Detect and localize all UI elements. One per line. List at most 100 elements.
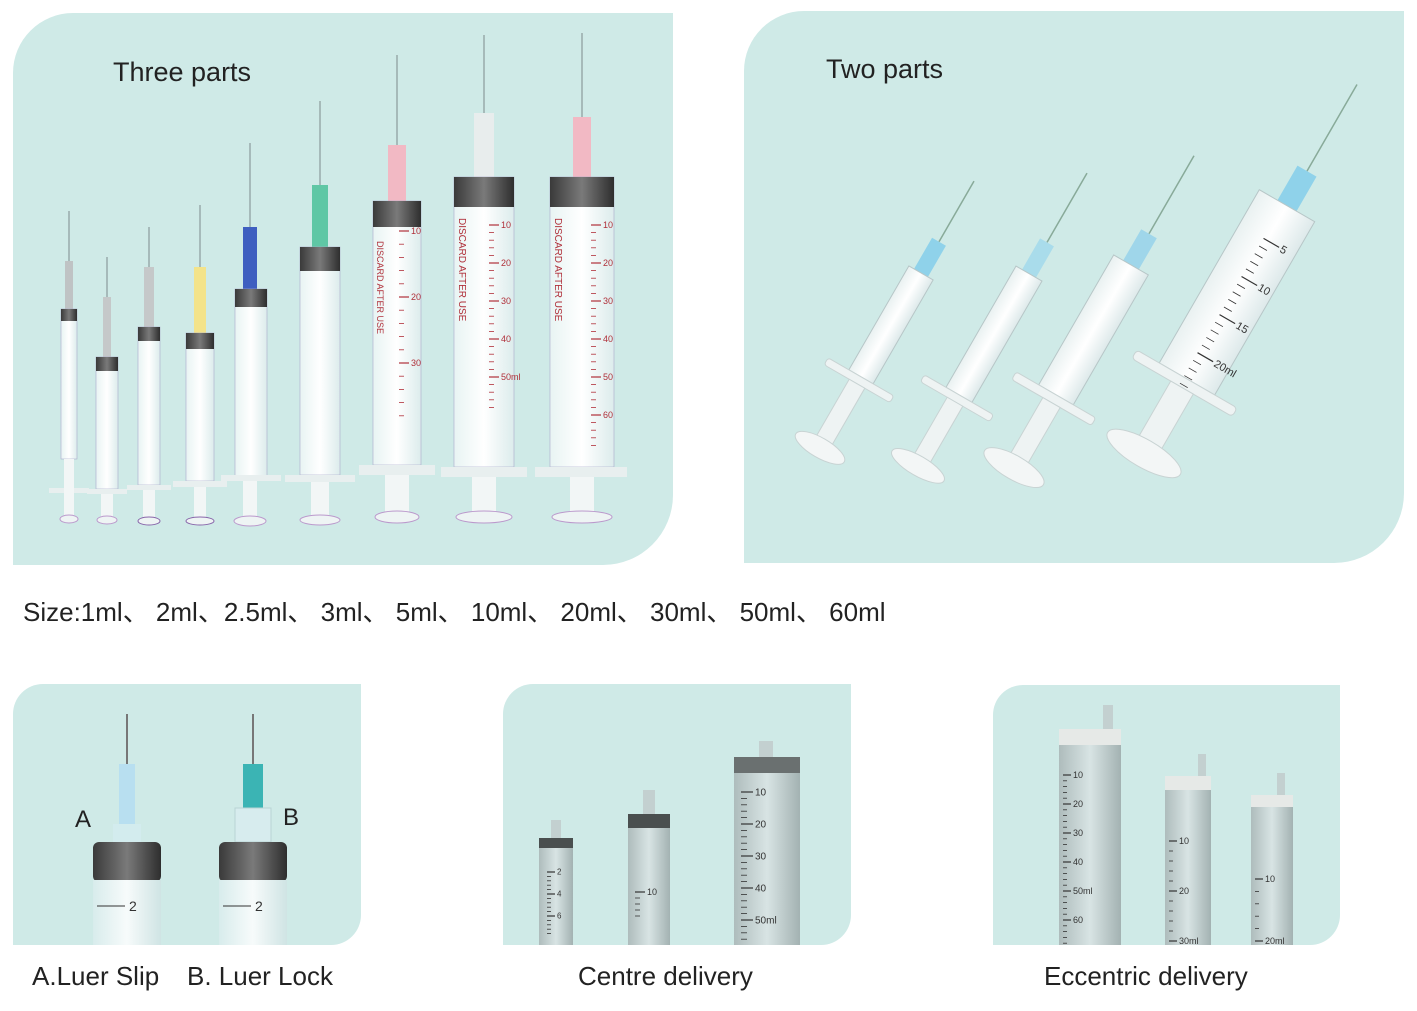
scale-eccentric-mid: 10 20 30ml — [1169, 836, 1199, 945]
scale-centre-small: 2 4 6 — [547, 868, 562, 935]
scale-label: 50 — [603, 372, 613, 382]
discard-text-20ml: DISCARD AFTER USE — [375, 241, 385, 334]
scale-label: 40 — [501, 334, 511, 344]
eccentric-syringe-large: 10 20 30 40 50ml 60 — [1059, 705, 1121, 945]
scale-minor-tick — [1223, 306, 1232, 312]
scale-eccentric-large: 10 20 30 40 50ml 60 — [1063, 770, 1093, 944]
scale-label: 10 — [647, 887, 657, 897]
discard-text-60ml: DISCARD AFTER USE — [552, 218, 563, 322]
scale-label: 10 — [1073, 770, 1083, 780]
scale-centre-mid: 10 — [635, 887, 657, 917]
label-b: B — [283, 804, 300, 831]
scale-minor-tick — [1210, 329, 1219, 335]
scale-tick — [1197, 352, 1214, 363]
scale-minor-tick — [1228, 298, 1237, 305]
scale-label: 50ml — [755, 915, 777, 926]
scale-label: 10 — [1179, 836, 1189, 846]
scale-30ml: 10 20 30 40 50ml — [489, 220, 521, 408]
scale-label: 40 — [603, 334, 613, 344]
syringe-20ml: DISCARD AFTER USE — [359, 55, 435, 524]
scale-tick — [1241, 275, 1258, 287]
two-part-syringe-10ml — [983, 155, 1195, 488]
scale-tick — [1219, 314, 1236, 325]
caption-luer-lock: B. Luer Lock — [187, 961, 333, 991]
eccentric-syringe-small: 10 20ml — [1251, 773, 1293, 945]
scale-label: 40 — [1073, 857, 1083, 867]
syringe-1ml — [49, 211, 89, 524]
scale-tick — [1263, 237, 1280, 248]
luer-slip-mark: 2 — [129, 898, 137, 914]
syringe-10ml — [285, 101, 355, 526]
scale-label: 20 — [755, 819, 767, 830]
scale-minor-tick — [1192, 359, 1202, 366]
eccentric-syringes: 10 20 30 40 50ml 60 10 20 30ml 10 20ml — [1059, 705, 1293, 945]
luer-lock-mark: 2 — [255, 898, 263, 914]
scale-label: 5 — [1278, 244, 1289, 257]
scale-label: 30ml — [1179, 936, 1199, 945]
scale-label: 20 — [411, 292, 421, 302]
sizes-caption: Size:1ml、 2ml、2.5ml、 3ml、 5ml、 10ml、 20m… — [23, 597, 886, 627]
scale-label: 10 — [1265, 874, 1275, 884]
two-part-syringe-3ml — [891, 172, 1088, 484]
syringe-2ml — [87, 257, 127, 525]
scale-minor-tick — [1250, 260, 1259, 267]
syringe-5ml — [221, 143, 281, 527]
scale-label: 50ml — [501, 372, 521, 382]
caption-centre-delivery: Centre delivery — [578, 961, 753, 991]
scale-label: 30 — [411, 358, 421, 368]
scale-minor-tick — [1179, 382, 1188, 389]
scale-label: 20 — [1073, 799, 1083, 809]
three-parts-syringes: DISCARD AFTER USE DISCARD AFTER USE DISC… — [49, 33, 627, 527]
scale-label: 60 — [1073, 915, 1083, 925]
centre-syringe-small: 2 4 6 — [539, 820, 573, 945]
syringe-60ml: DISCARD AFTER USE — [535, 33, 627, 524]
scale-label: 30 — [603, 296, 613, 306]
scale-label: 50ml — [1073, 886, 1093, 896]
three-parts-panel: Three parts — [13, 13, 673, 565]
scale-minor-tick — [1236, 283, 1246, 289]
scale-minor-tick — [1254, 253, 1263, 259]
three-parts-title: Three parts — [113, 57, 252, 87]
scale-label: 6 — [557, 912, 562, 921]
eccentric-syringe-mid: 10 20 30ml — [1165, 754, 1211, 945]
scale-label: 20 — [501, 258, 511, 268]
scale-label: 10 — [1256, 282, 1273, 299]
scale-label: 20 — [1179, 886, 1189, 896]
scale-minor-tick — [1184, 375, 1193, 381]
scale-minor-tick — [1245, 268, 1254, 274]
two-part-syringe-2ml — [794, 180, 975, 465]
scale-label: 15 — [1234, 320, 1251, 337]
scale-label: 10 — [755, 787, 767, 798]
scale-label: 30 — [755, 851, 767, 862]
scale-label: 4 — [557, 890, 562, 899]
luer-syringes: 2 2 — [93, 714, 287, 945]
scale-label: 30 — [501, 296, 511, 306]
two-parts-panel: Two parts — [744, 11, 1404, 563]
discard-text-30ml: DISCARD AFTER USE — [456, 218, 467, 322]
scale-label: 20 — [603, 258, 613, 268]
syringe-30ml: DISCARD AFTER USE — [441, 35, 527, 524]
syringe-3ml — [173, 205, 227, 526]
two-parts-title: Two parts — [826, 54, 944, 84]
scale-label: 2 — [557, 868, 562, 877]
scale-minor-tick — [1188, 367, 1197, 373]
scale-minor-tick — [1201, 344, 1210, 350]
caption-luer-slip: A.Luer Slip — [32, 961, 160, 991]
scale-minor-tick — [1214, 321, 1224, 328]
scale-label: 10 — [501, 220, 511, 230]
scale-label: 20ml — [1265, 936, 1285, 945]
caption-eccentric-delivery: Eccentric delivery — [1044, 961, 1248, 991]
scale-minor-tick — [1206, 337, 1215, 343]
syringe-2-5ml — [127, 227, 171, 526]
centre-syringe-mid: 10 — [628, 790, 670, 945]
luer-slip-syringe: 2 — [93, 714, 161, 945]
scale-label: 30 — [1073, 828, 1083, 838]
